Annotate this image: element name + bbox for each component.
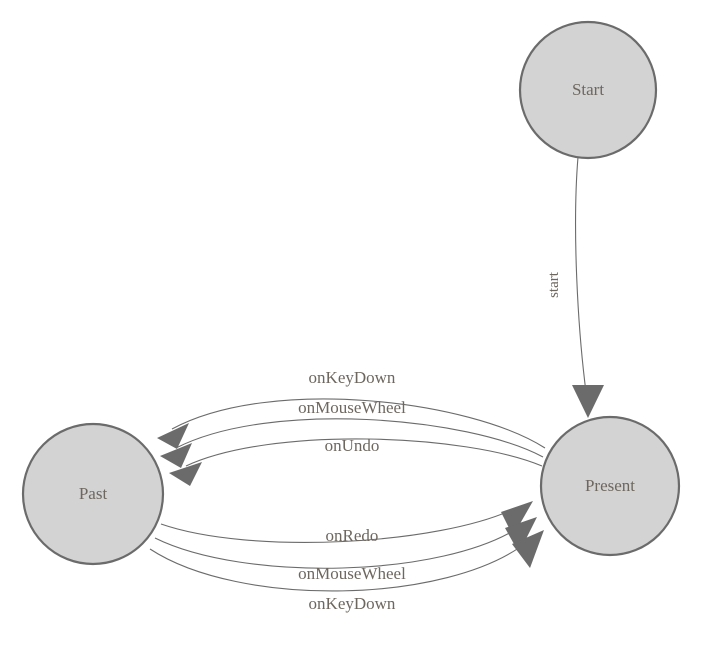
edge-past-to-present-onmousewheel[interactable]: onMouseWheel [154,517,537,583]
edge-present-to-past-onmousewheel[interactable]: onMouseWheel [160,398,544,468]
edge-path-present-past-mousewheel [175,418,544,458]
edge-label-past-present-mousewheel: onMouseWheel [298,564,406,583]
edge-label-present-past-undo: onUndo [325,436,380,455]
arrowhead-start-present [572,385,604,418]
node-start-circle [518,20,658,160]
edge-past-to-present-onkeydown[interactable]: onKeyDown [149,530,544,613]
arrowhead-past-present-keydown [512,530,544,568]
node-past[interactable]: Past [21,422,165,566]
node-past-circle [21,422,165,566]
edge-label-start: start [546,271,562,298]
edge-path-past-present-redo [160,507,517,543]
edge-present-to-past-onkeydown[interactable]: onKeyDown [157,368,546,449]
edge-label-present-past-mousewheel: onMouseWheel [298,398,406,417]
arrowhead-present-past-undo [169,462,202,486]
edge-path-present-past-keydown [171,398,546,449]
edge-label-present-past-keydown: onKeyDown [309,368,396,387]
arrowhead-past-present-mousewheel [505,517,537,553]
node-past-label: Past [79,484,108,503]
node-start-label: Start [572,80,604,99]
arrowhead-present-past-keydown [157,423,189,449]
node-present-label: Present [585,476,635,495]
node-present[interactable]: Present [539,415,681,557]
edge-path-past-present-mousewheel [154,525,522,569]
edge-start-to-present[interactable]: start [546,156,604,418]
edge-present-to-past-onundo[interactable]: onUndo [169,436,543,486]
edge-path-present-past-undo [185,438,543,467]
edge-path-start-present [575,156,587,393]
node-start[interactable]: Start [518,20,658,160]
edge-label-past-present-redo: onRedo [326,526,379,545]
arrowhead-present-past-mousewheel [160,443,192,468]
edge-past-to-present-onredo[interactable]: onRedo [160,501,533,545]
edge-label-past-present-keydown: onKeyDown [309,594,396,613]
edge-path-past-present-keydown [149,541,528,592]
node-present-circle [539,415,681,557]
